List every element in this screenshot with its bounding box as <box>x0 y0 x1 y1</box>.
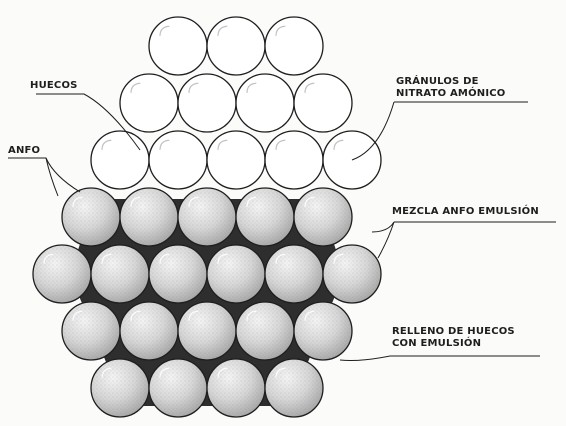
emulsion-coated-granule <box>90 358 150 418</box>
ammonium-nitrate-granule <box>206 130 266 190</box>
leader-relleno <box>339 355 540 361</box>
emulsion-coated-granule <box>177 187 237 247</box>
ammonium-nitrate-granule <box>148 16 208 76</box>
ammonium-nitrate-granule <box>148 130 208 190</box>
emulsion-coated-granule <box>61 187 121 247</box>
label-relleno: RELLENO DE HUECOS CON EMULSIÓN <box>392 326 515 350</box>
leader-mezcla-1 <box>371 221 556 233</box>
emulsion-coated-granule <box>293 301 353 361</box>
ammonium-nitrate-granule <box>90 130 150 190</box>
leader-huecos <box>36 93 141 151</box>
emulsion-coated-granule <box>264 358 324 418</box>
label-mezcla: MEZCLA ANFO EMULSIÓN <box>392 206 539 218</box>
leader-lines <box>8 93 556 361</box>
emulsion-coated-granule <box>148 358 208 418</box>
ammonium-nitrate-granule <box>206 16 266 76</box>
leader-granulos <box>351 101 528 161</box>
label-granulos-line2: NITRATO AMÓNICO <box>396 88 506 99</box>
emulsion-coated-granule <box>61 301 121 361</box>
label-huecos: HUECOS <box>30 80 78 92</box>
ammonium-nitrate-granule <box>264 130 324 190</box>
emulsion-coated-granule <box>264 244 324 304</box>
granules <box>32 16 382 418</box>
leader-anfo-1 <box>8 157 81 193</box>
emulsion-coated-granule <box>119 187 179 247</box>
label-relleno-line2: CON EMULSIÓN <box>392 338 482 349</box>
emulsion-coated-granule <box>177 301 237 361</box>
ammonium-nitrate-granule <box>264 16 324 76</box>
emulsion-coated-granule <box>293 187 353 247</box>
ammonium-nitrate-granule <box>235 73 295 133</box>
leader-mezcla-2 <box>377 221 395 259</box>
emulsion-coated-granule <box>90 244 150 304</box>
label-granulos: GRÁNULOS DE NITRATO AMÓNICO <box>396 76 506 100</box>
ammonium-nitrate-granule <box>177 73 237 133</box>
emulsion-coated-granule <box>32 244 92 304</box>
emulsion-coated-granule <box>322 244 382 304</box>
label-relleno-line1: RELLENO DE HUECOS <box>392 326 515 337</box>
emulsion-coated-granule <box>119 301 179 361</box>
emulsion-coated-granule <box>206 244 266 304</box>
ammonium-nitrate-granule <box>119 73 179 133</box>
label-anfo: ANFO <box>8 145 40 157</box>
leader-anfo-2 <box>45 157 59 197</box>
emulsion-coated-granule <box>206 358 266 418</box>
label-anfo-text: ANFO <box>8 145 41 156</box>
label-huecos-text: HUECOS <box>30 80 78 91</box>
emulsion-coated-granule <box>235 187 295 247</box>
ammonium-nitrate-granule <box>293 73 353 133</box>
label-granulos-line1: GRÁNULOS DE <box>396 76 479 87</box>
emulsion-coated-granule <box>235 301 295 361</box>
emulsion-coated-granule <box>148 244 208 304</box>
label-mezcla-text: MEZCLA ANFO EMULSIÓN <box>392 206 539 217</box>
